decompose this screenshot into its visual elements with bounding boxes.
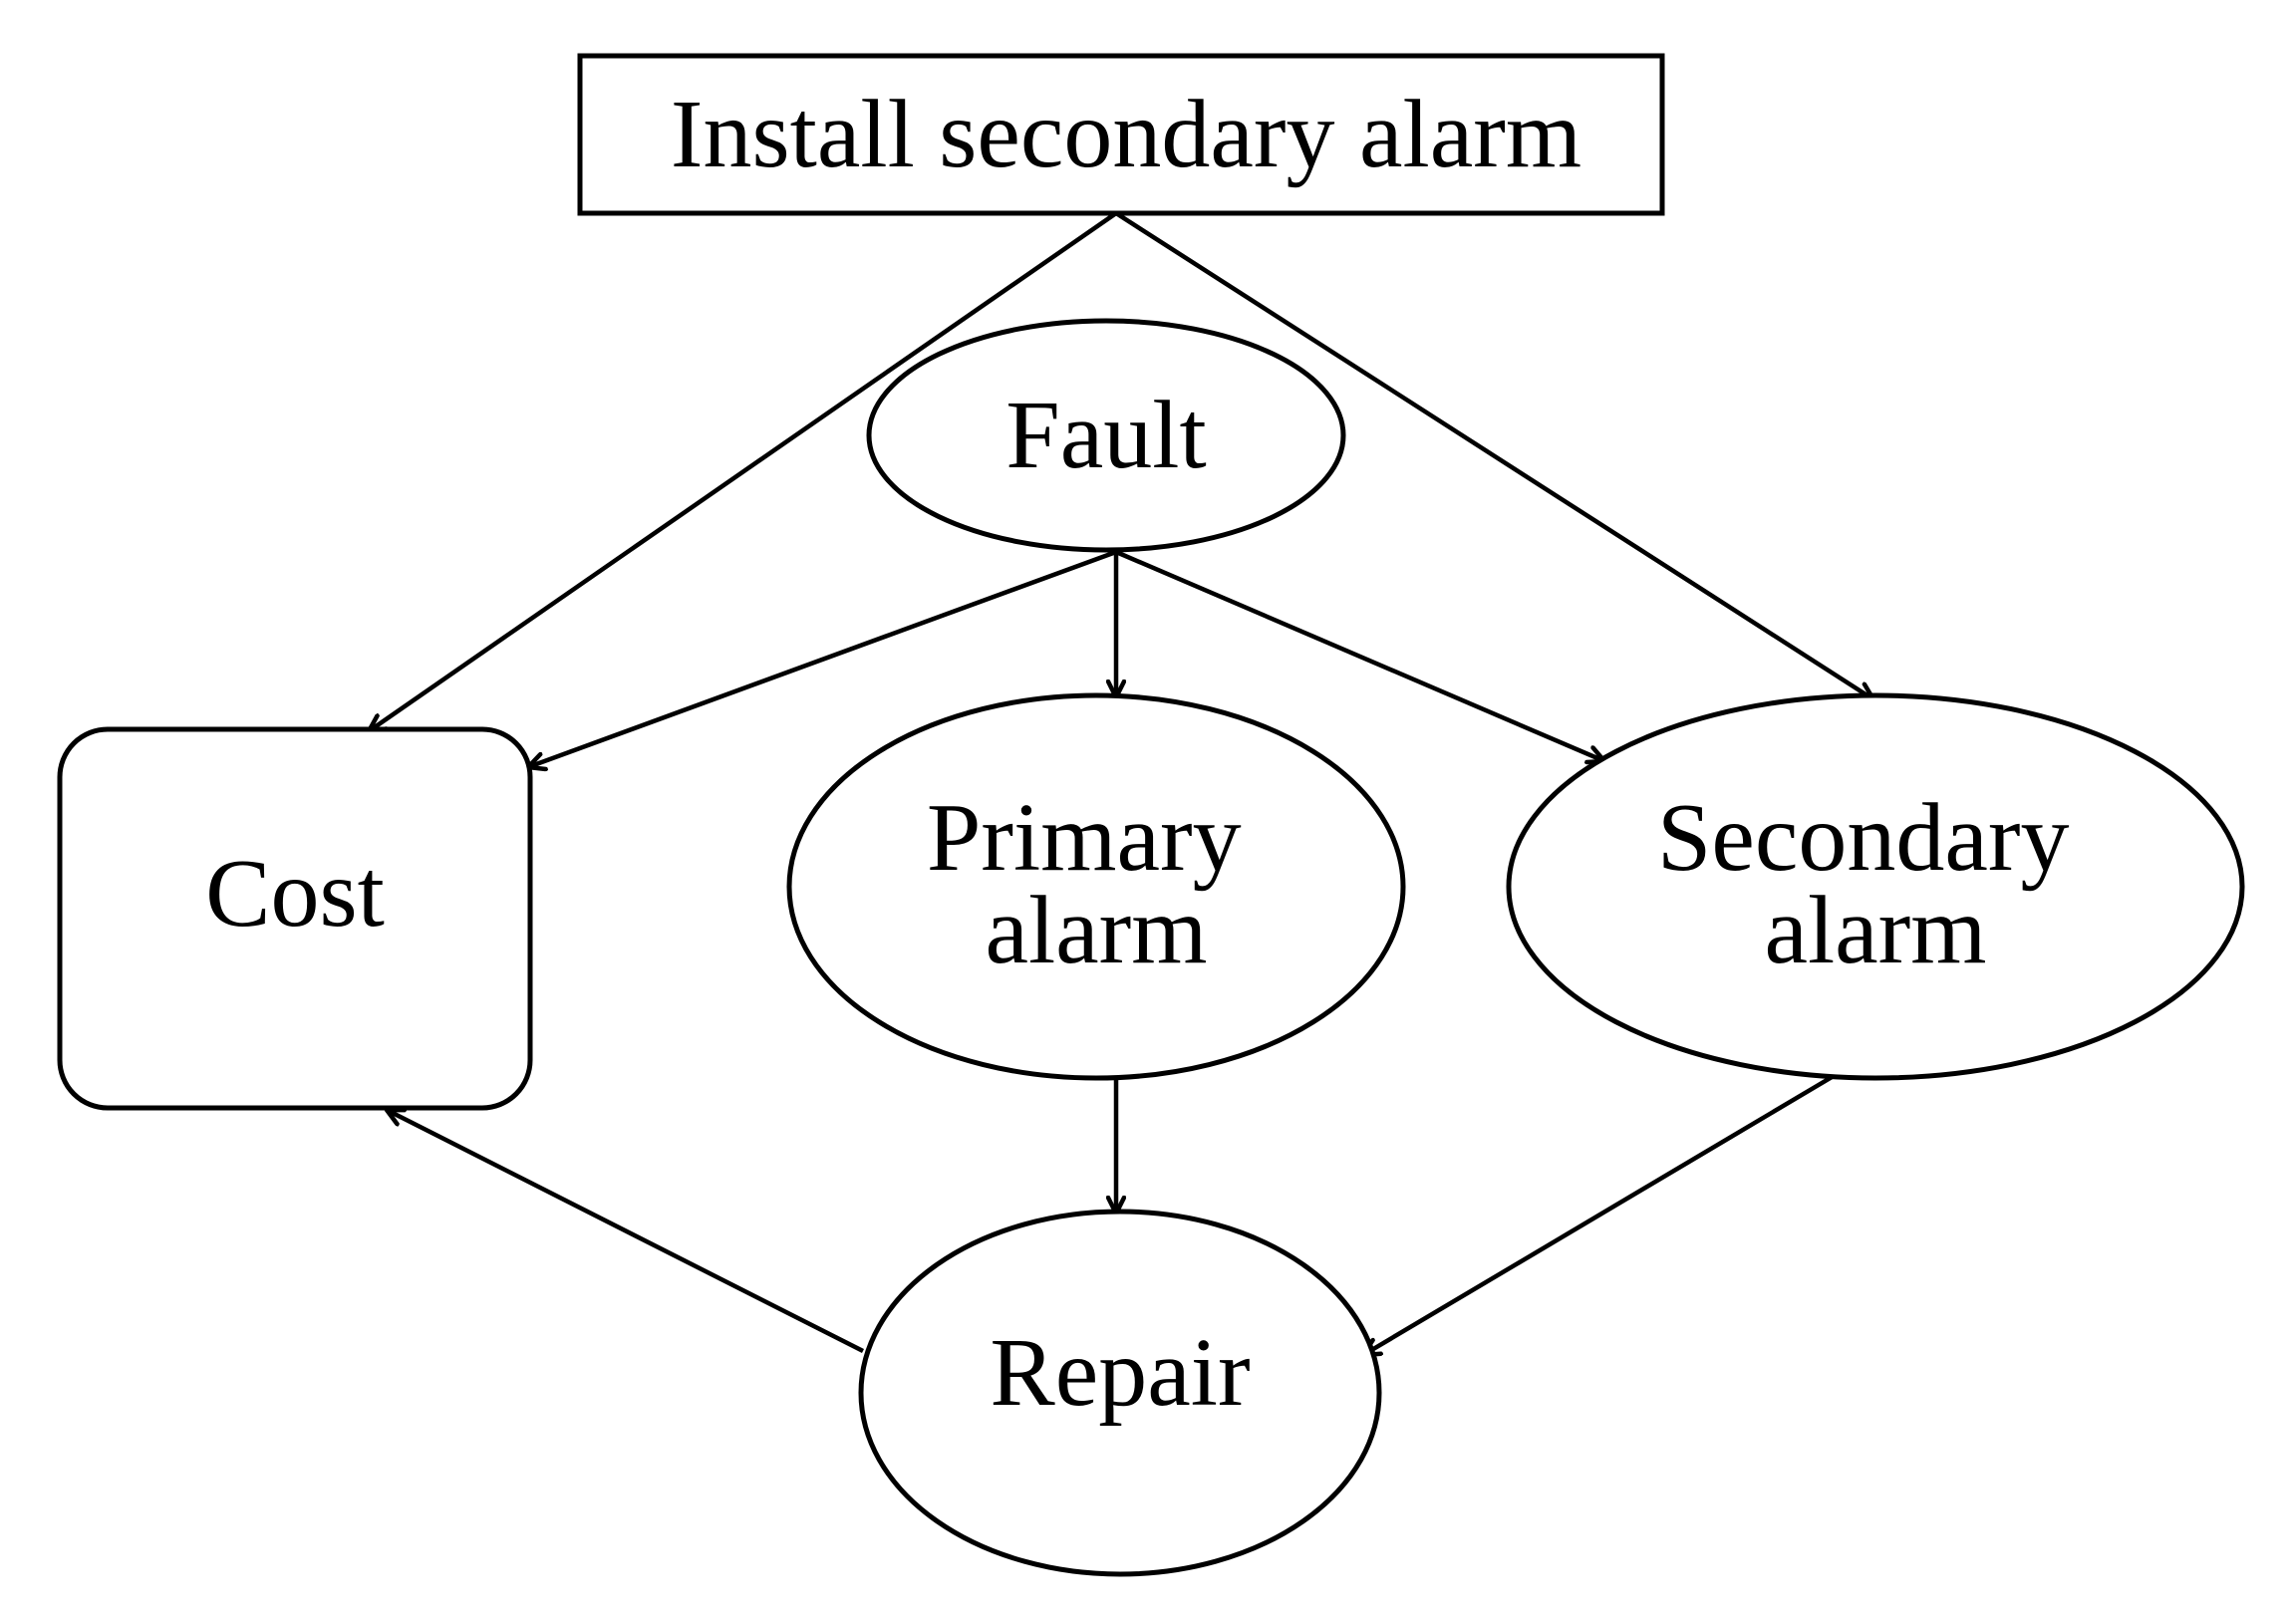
node-secondary-label-line-1: Secondary (1657, 784, 2070, 892)
node-cost-label: Cost (205, 840, 385, 947)
node-secondary-label-line-2: alarm (1764, 877, 1986, 984)
node-install-label: Install secondary alarm (671, 81, 1581, 188)
node-secondary-label: Secondary alarm (1657, 784, 2094, 984)
edge-fault-to-cost (528, 549, 1117, 767)
node-fault: Fault (866, 318, 1346, 553)
node-install-secondary-alarm: Install secondary alarm (577, 53, 1665, 216)
node-primary-label: Primary alarm (927, 784, 1266, 984)
edge-install-to-secondary (1114, 211, 1873, 699)
edge-install-to-cost (369, 211, 1118, 731)
node-primary-label-line-1: Primary (927, 784, 1242, 892)
node-primary-label-line-2: alarm (985, 877, 1207, 984)
node-primary-alarm: Primary alarm (786, 692, 1406, 1081)
node-repair-label: Repair (990, 1319, 1250, 1427)
node-secondary-alarm: Secondary alarm (1506, 692, 2245, 1081)
node-fault-label: Fault (1005, 382, 1206, 489)
edge-secondary-to-repair (1363, 1074, 1836, 1355)
edge-fault-to-secondary (1115, 549, 1604, 761)
node-repair: Repair (858, 1209, 1382, 1577)
node-cost: Cost (57, 726, 533, 1111)
edge-repair-to-cost (387, 1110, 865, 1354)
